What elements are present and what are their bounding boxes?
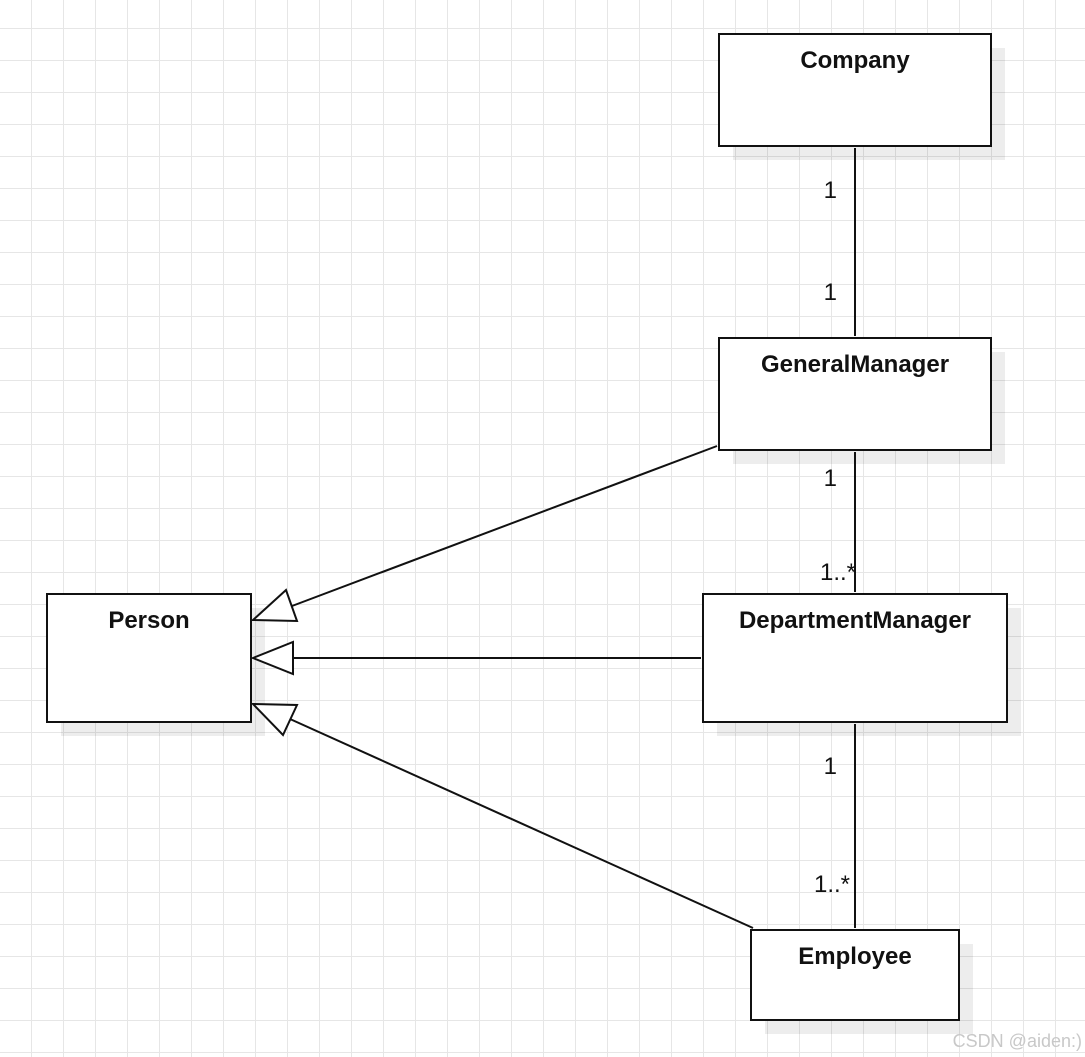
generalization-employee-person[interactable] [250, 702, 754, 929]
class-person-name: Person [108, 607, 189, 634]
multiplicity-employee-end: 1..* [814, 871, 850, 898]
class-company-name: Company [800, 47, 910, 74]
multiplicity-general-manager-end-top: 1 [824, 279, 837, 306]
class-person[interactable]: Person [46, 593, 265, 736]
generalization-department-manager-person[interactable] [250, 640, 701, 676]
inheritance-arrowhead-icon [250, 702, 299, 737]
watermark: CSDN @aiden:) [953, 1031, 1082, 1051]
inheritance-arrowhead-icon [250, 588, 299, 623]
multiplicity-department-manager-end-top: 1..* [820, 559, 856, 586]
class-employee[interactable]: Employee [750, 929, 973, 1034]
multiplicity-company-end: 1 [824, 177, 837, 204]
class-company[interactable]: Company [718, 33, 1005, 160]
inheritance-arrowhead-icon [250, 640, 294, 676]
class-general-manager[interactable]: GeneralManager [718, 337, 1005, 464]
multiplicity-department-manager-end-bottom: 1 [824, 753, 837, 780]
class-department-manager-name: DepartmentManager [739, 607, 971, 634]
class-employee-name: Employee [798, 943, 911, 970]
multiplicity-general-manager-end-bottom: 1 [824, 465, 837, 492]
class-department-manager[interactable]: DepartmentManager [702, 593, 1021, 736]
generalization-general-manager-person[interactable] [250, 445, 718, 623]
class-general-manager-name: GeneralManager [761, 351, 949, 378]
